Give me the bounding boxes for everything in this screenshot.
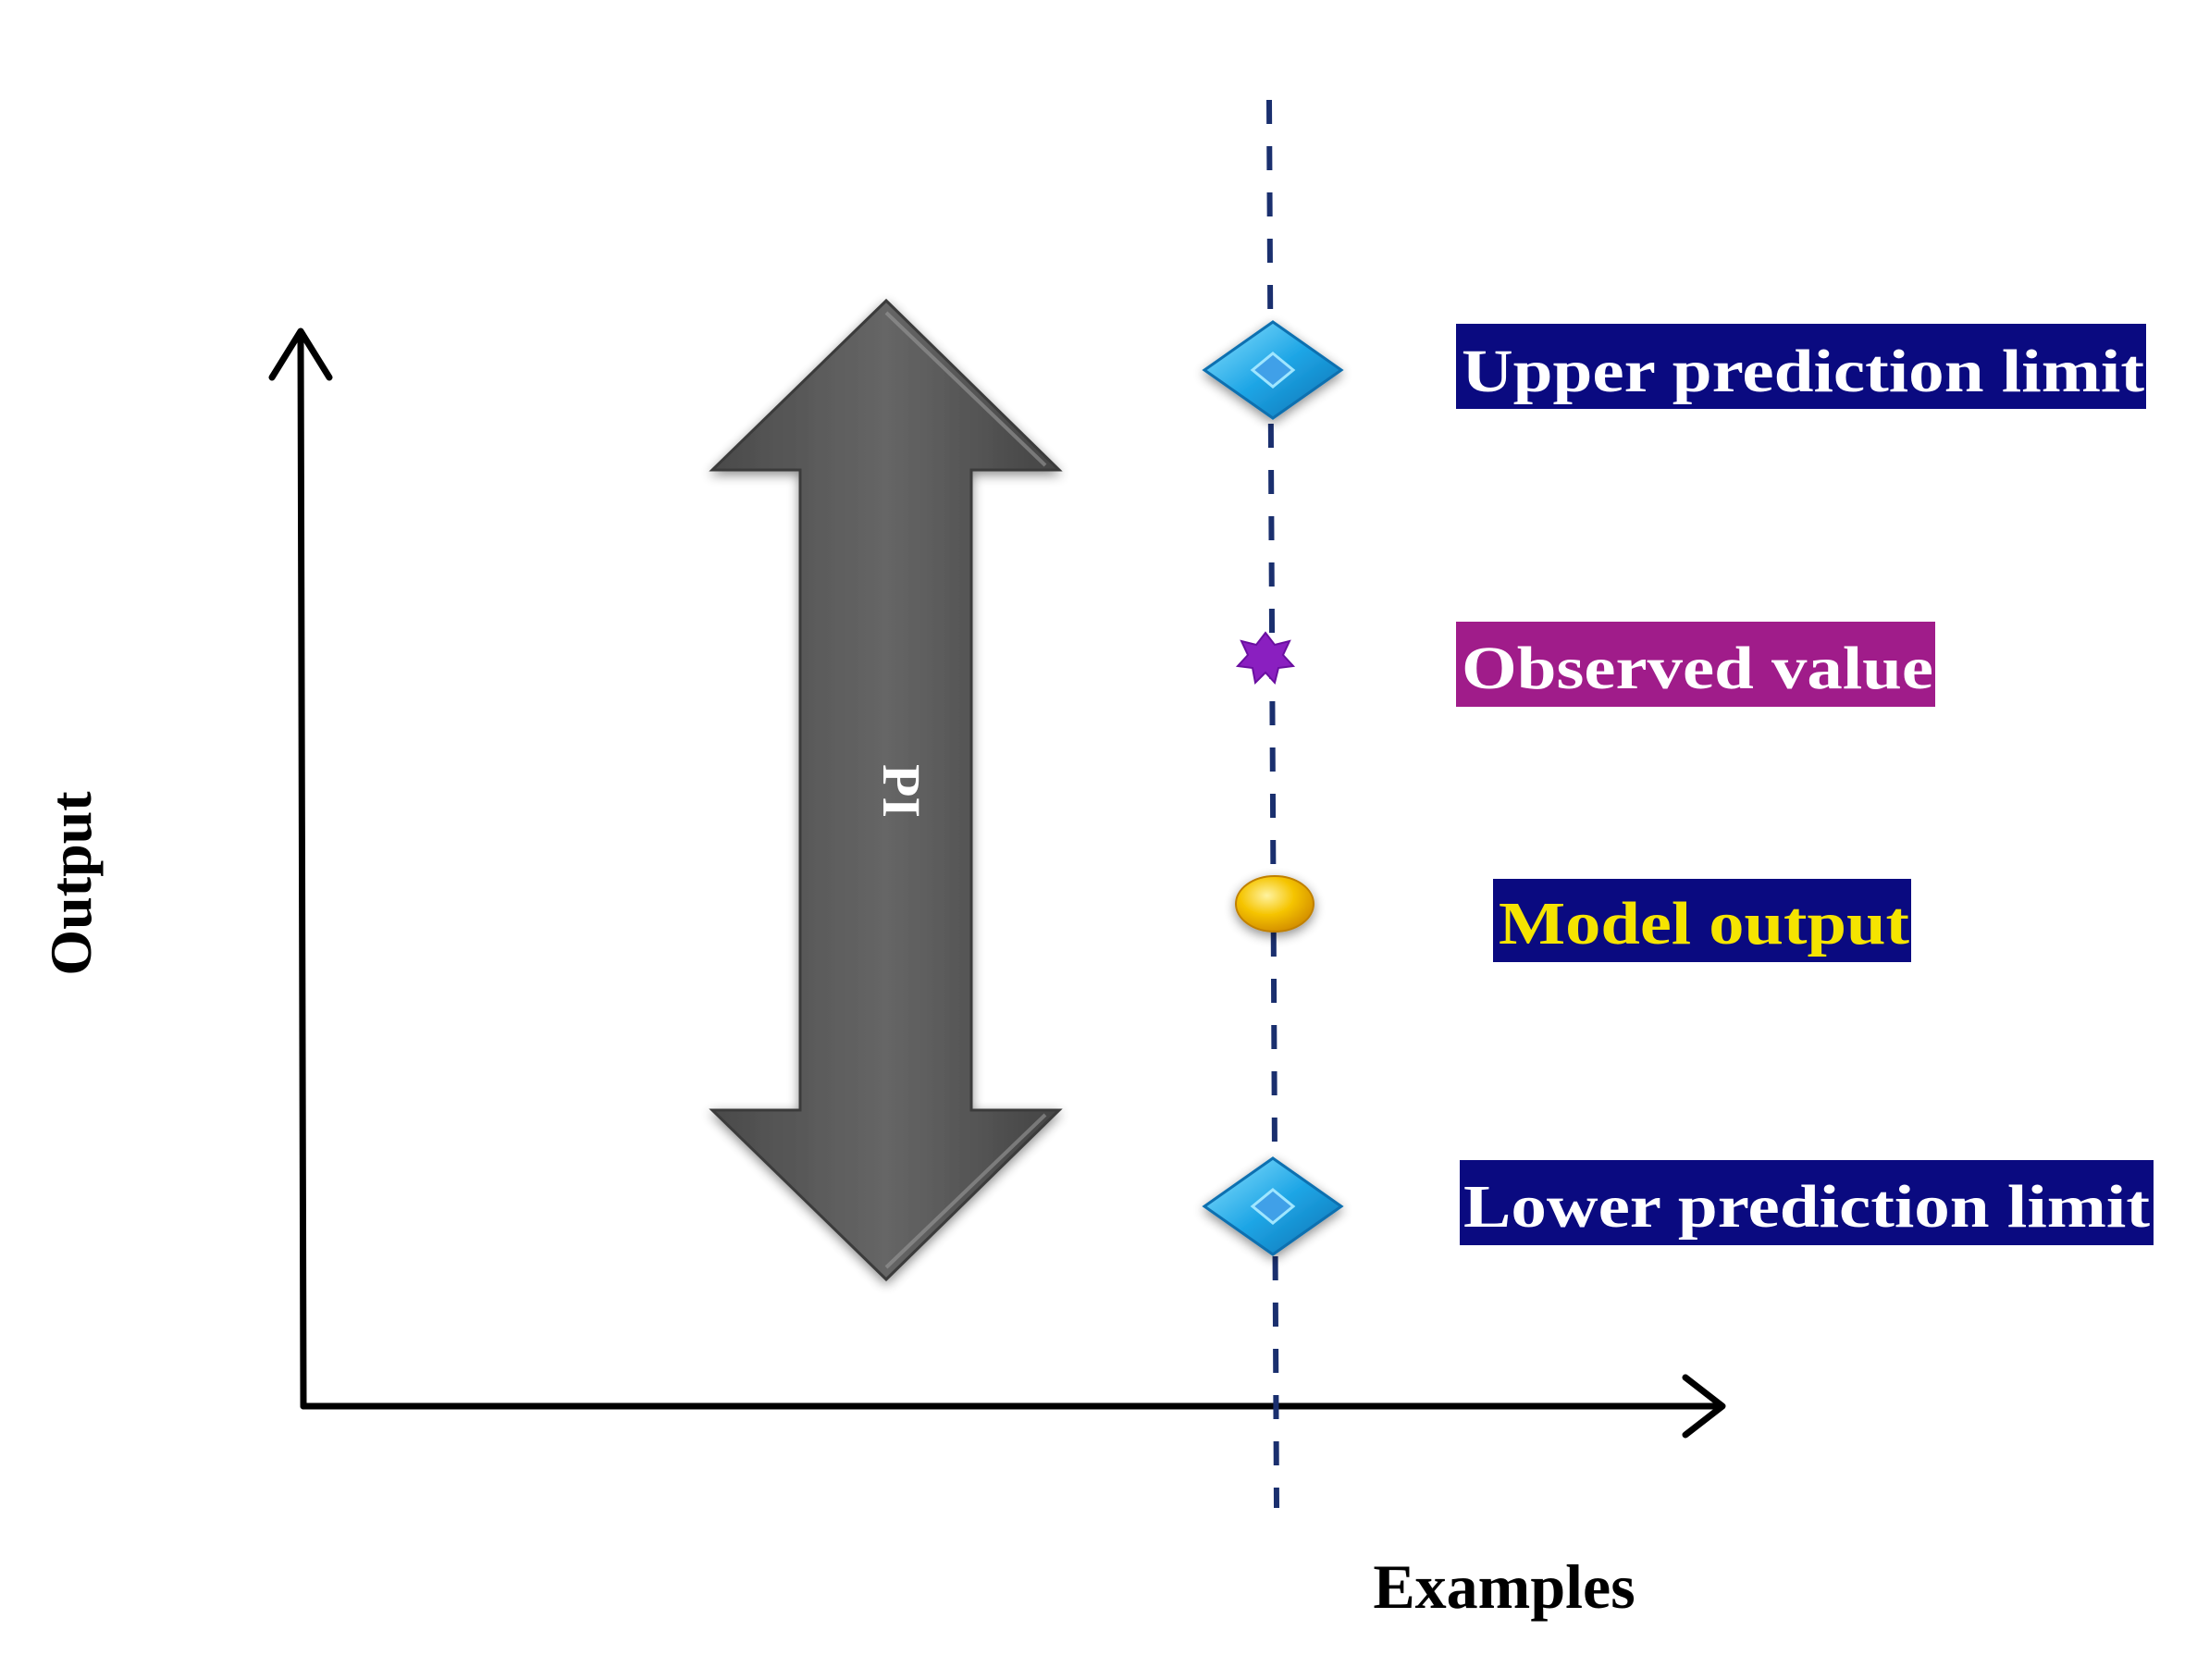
example-guide-line xyxy=(1266,99,1279,1509)
x-axis xyxy=(300,1374,1726,1439)
y-axis-label: Output xyxy=(38,791,104,976)
legend-observed-value: Observed value xyxy=(1456,622,1935,707)
legend-upper-limit-background xyxy=(1456,324,2146,409)
legend-model-output: Model output xyxy=(1493,879,1911,962)
upper-limit-diamond-icon xyxy=(1202,320,1344,420)
legend-model-output-background xyxy=(1493,879,1911,962)
legend-lower-limit-background xyxy=(1460,1160,2154,1245)
legend-observed-value-text: Observed value xyxy=(1462,635,1933,702)
legend-observed-value-background xyxy=(1456,622,1935,707)
x-axis-label: Examples xyxy=(1373,1551,1635,1622)
x-axis-arrowhead-icon xyxy=(1682,1374,1726,1439)
y-axis-arrowhead-icon xyxy=(268,327,333,381)
legend-model-output-text: Model output xyxy=(1499,890,1909,957)
legend-upper-limit: Upper prediction limit xyxy=(1456,324,2146,409)
prediction-interval-label: PI xyxy=(871,764,932,818)
y-axis xyxy=(268,327,333,1410)
observed-value-star-icon xyxy=(1235,631,1296,686)
legend-upper-limit-text: Upper prediction limit xyxy=(1462,338,2144,405)
legend-lower-limit: Lower prediction limit xyxy=(1460,1160,2154,1245)
model-output-ellipse-icon xyxy=(1235,875,1314,933)
prediction-interval-arrow xyxy=(709,298,1063,1282)
legend-lower-limit-text: Lower prediction limit xyxy=(1463,1173,2150,1241)
lower-limit-diamond-icon xyxy=(1202,1156,1344,1256)
